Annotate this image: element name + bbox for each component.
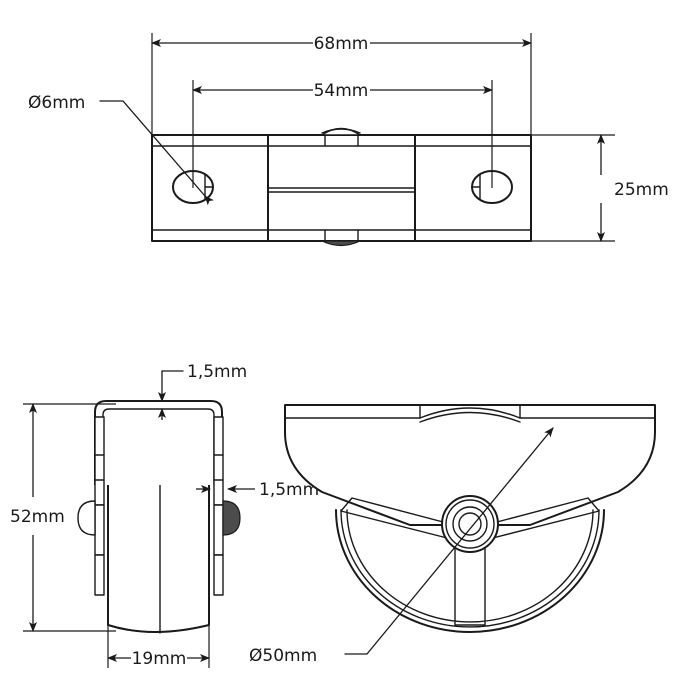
dimension-label-52mm: 52mm <box>10 507 65 527</box>
side-axle-cap-left <box>77 500 96 536</box>
front-wheel-rim <box>335 509 605 633</box>
dimension-label-15mm-side: 1,5mm <box>259 480 319 500</box>
dimension-label-25mm: 25mm <box>614 180 669 200</box>
dimension-plate-width: 25mm <box>597 134 669 242</box>
front-view: Ø50mm <box>249 404 656 666</box>
dimension-label-dia6mm: Ø6mm <box>28 93 85 113</box>
side-bracket-yoke <box>94 400 223 486</box>
dimension-label-19mm: 19mm <box>132 649 187 669</box>
front-wheel-hub <box>441 495 499 553</box>
wheel-crown-projection <box>321 127 361 247</box>
callout-bracket-thickness-side: 1,5mm <box>196 480 319 500</box>
side-view: 52mm 19mm 1,5mm 1,5mm <box>10 362 319 669</box>
dimension-plate-length: 68mm <box>151 34 532 54</box>
dimension-label-54mm: 54mm <box>314 81 369 101</box>
top-view: 68mm 54mm 25mm Ø6mm <box>28 33 669 247</box>
side-axle-cap-right <box>222 500 241 536</box>
side-bracket-leg-left <box>94 416 105 596</box>
front-bracket-housing <box>284 404 656 526</box>
front-wheel-crown <box>419 407 521 423</box>
dimension-label-15mm-top: 1,5mm <box>187 362 247 382</box>
dimension-wheel-width: 19mm <box>107 649 210 669</box>
callout-wheel-diameter: Ø50mm <box>249 427 554 666</box>
side-bracket-leg-right <box>213 416 224 596</box>
callout-bracket-thickness-top: 1,5mm <box>158 362 247 420</box>
dimension-label-dia50mm: Ø50mm <box>249 646 317 666</box>
dimension-label-68mm: 68mm <box>314 34 369 54</box>
fork-band <box>267 134 416 242</box>
callout-hole-diameter: Ø6mm <box>28 93 214 206</box>
dimension-hole-spacing: 54mm <box>192 81 493 101</box>
dimension-overall-height: 52mm <box>10 403 65 632</box>
